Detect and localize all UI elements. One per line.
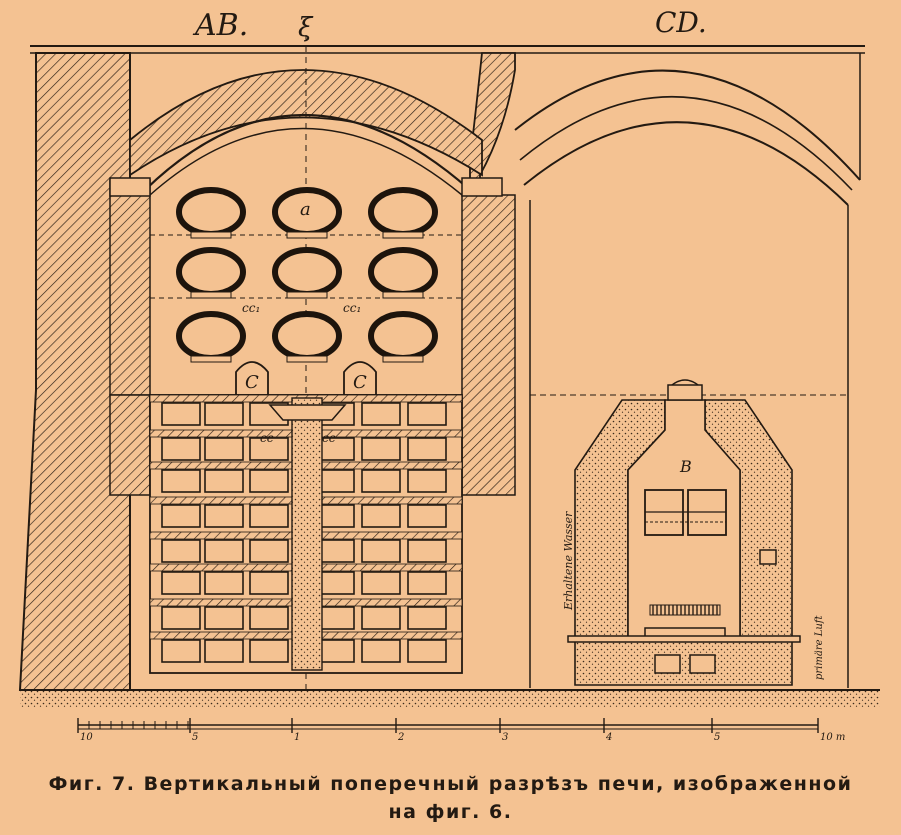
flue-opening (249, 469, 289, 493)
flue-opening (407, 571, 447, 595)
retort-support (286, 355, 328, 363)
flue-opening (407, 469, 447, 493)
flue-opening (204, 504, 244, 528)
flue-opening (249, 437, 289, 461)
flue-c-right (343, 361, 377, 396)
flue-opening (407, 606, 447, 630)
flue-opening (361, 469, 401, 493)
scale-tick-label: 10 (80, 732, 93, 743)
flue-opening (249, 639, 289, 663)
flue-opening (361, 606, 401, 630)
retort-support (382, 355, 424, 363)
retort-support (382, 231, 424, 239)
flue-opening (407, 402, 447, 426)
caption-text: Вертикальный поперечный разрѣзъ печи, из… (143, 773, 853, 795)
flue-opening (161, 639, 201, 663)
section-label-ab: AB. (192, 8, 248, 43)
retort-support (190, 355, 232, 363)
retort-support (286, 291, 328, 299)
retort-oval (368, 187, 438, 237)
retort-oval (368, 311, 438, 361)
side-note-left: Erhaltene Wasser (562, 511, 575, 611)
figure-caption: Фиг. 7. Вертикальный поперечный разрѣзъ … (0, 770, 901, 826)
flue-opening (161, 402, 201, 426)
flue-opening (361, 402, 401, 426)
flue-opening (204, 571, 244, 595)
flue-opening (161, 469, 201, 493)
flue-opening (249, 539, 289, 563)
flue-opening (204, 469, 244, 493)
channel-c0-right-label: cc (322, 431, 336, 445)
retort-oval (272, 247, 342, 297)
flue-opening (361, 437, 401, 461)
flue-opening (204, 402, 244, 426)
flue-opening (407, 539, 447, 563)
arch-cd (514, 53, 861, 688)
scale-tick-label: 5 (714, 732, 720, 743)
scale-tick-label: 10 m (820, 732, 845, 743)
scale-tick-label: 1 (294, 732, 300, 743)
caption-line-1: Фиг. 7. Вертикальный поперечный разрѣзъ … (0, 770, 901, 798)
flue-opening (407, 639, 447, 663)
scale-bar: 10 5 1 2 3 4 5 10 m (77, 718, 845, 743)
flue-opening (161, 606, 201, 630)
top-beam (30, 45, 865, 54)
retort-support (382, 291, 424, 299)
arch-ab (129, 53, 483, 196)
ground (20, 689, 880, 707)
flue-c-left-label: C (245, 372, 259, 393)
flue-c-left (235, 361, 269, 396)
flue-opening (361, 539, 401, 563)
gas-producer-b (567, 379, 801, 686)
caption-figure-number: Фиг. 7. (48, 773, 136, 795)
right-inner-wall (461, 177, 516, 496)
retort-support (190, 231, 232, 239)
flue-opening (204, 539, 244, 563)
flue-opening (204, 639, 244, 663)
scale-tick-label: 2 (397, 732, 404, 743)
flue-opening (361, 504, 401, 528)
central-flue-shaft (291, 397, 323, 671)
flue-funnel (268, 404, 347, 421)
flue-opening (161, 437, 201, 461)
central-pier (469, 52, 516, 196)
flue-opening (161, 504, 201, 528)
flue-opening (361, 571, 401, 595)
flue-opening (407, 504, 447, 528)
retort-support (190, 291, 232, 299)
retort-oval (176, 311, 246, 361)
muffle-label: a (300, 199, 311, 220)
flue-c-right-label: C (353, 372, 367, 393)
flue-opening (249, 571, 289, 595)
chamber-b-label: B (679, 457, 692, 476)
scale-tick-label: 3 (502, 732, 508, 743)
scale-tick-label: 4 (605, 732, 612, 743)
section-label-cd: CD. (655, 6, 707, 39)
axis-mark-label: ξ (298, 13, 314, 43)
left-inner-wall (109, 177, 151, 496)
channel-c1-left-label: cc₁ (242, 301, 260, 315)
retort-group (176, 187, 438, 363)
retort-oval (176, 247, 246, 297)
retort-oval (368, 247, 438, 297)
flue-opening (407, 437, 447, 461)
retort-oval (272, 311, 342, 361)
channel-c1-right-label: cc₁ (343, 301, 361, 315)
flue-opening (204, 606, 244, 630)
lower-flue-brickwork (149, 394, 463, 674)
retort-support (286, 231, 328, 239)
flue-opening (249, 504, 289, 528)
caption-line-2: на фиг. 6. (388, 801, 513, 823)
flue-opening (361, 639, 401, 663)
scale-tick-label: 5 (192, 732, 198, 743)
flue-opening (204, 437, 244, 461)
retort-oval (176, 187, 246, 237)
side-note-right: primäre Luft (814, 615, 825, 680)
flue-opening (161, 539, 201, 563)
flue-opening (161, 571, 201, 595)
flue-opening (249, 606, 289, 630)
channel-c0-left-label: cc (260, 431, 274, 445)
